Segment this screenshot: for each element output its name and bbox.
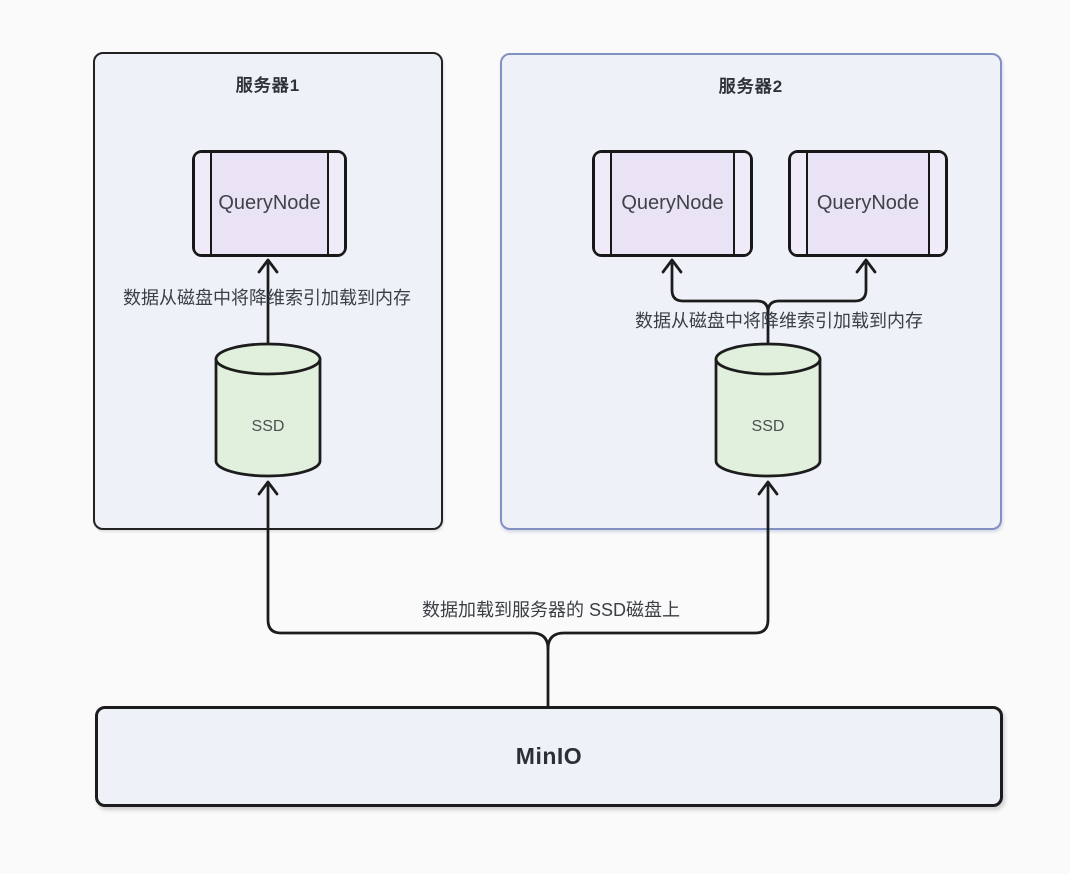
minio-to-ssd-label: 数据加载到服务器的 SSD磁盘上	[421, 600, 680, 620]
server2-load-label: 数据从磁盘中将降维索引加载到内存	[635, 311, 923, 331]
server2-querynode-2-label: QueryNode	[816, 192, 920, 214]
minio-label: MinIO	[515, 743, 583, 769]
server1-title: 服务器1	[235, 76, 301, 95]
querynode-side-strip	[733, 153, 750, 254]
querynode-side-strip	[595, 153, 612, 254]
ssd2-label: SSD	[751, 418, 785, 435]
server1-querynode: QueryNode	[192, 150, 347, 257]
server2-box: 服务器2	[500, 53, 1002, 530]
server2-title: 服务器2	[718, 77, 784, 96]
server2-querynode-1-label: QueryNode	[621, 192, 724, 214]
querynode-side-strip	[195, 153, 212, 254]
server2-querynode-1: QueryNode	[592, 150, 753, 257]
server1-load-label: 数据从磁盘中将降维索引加载到内存	[123, 288, 411, 308]
server2-querynode-2: QueryNode	[788, 150, 948, 257]
querynode-side-strip	[327, 153, 344, 254]
querynode-side-strip	[791, 153, 808, 254]
server1-querynode-label: QueryNode	[218, 192, 321, 214]
minio-box: MinIO	[95, 706, 1003, 807]
querynode-side-strip	[928, 153, 945, 254]
ssd1-label: SSD	[251, 418, 285, 435]
